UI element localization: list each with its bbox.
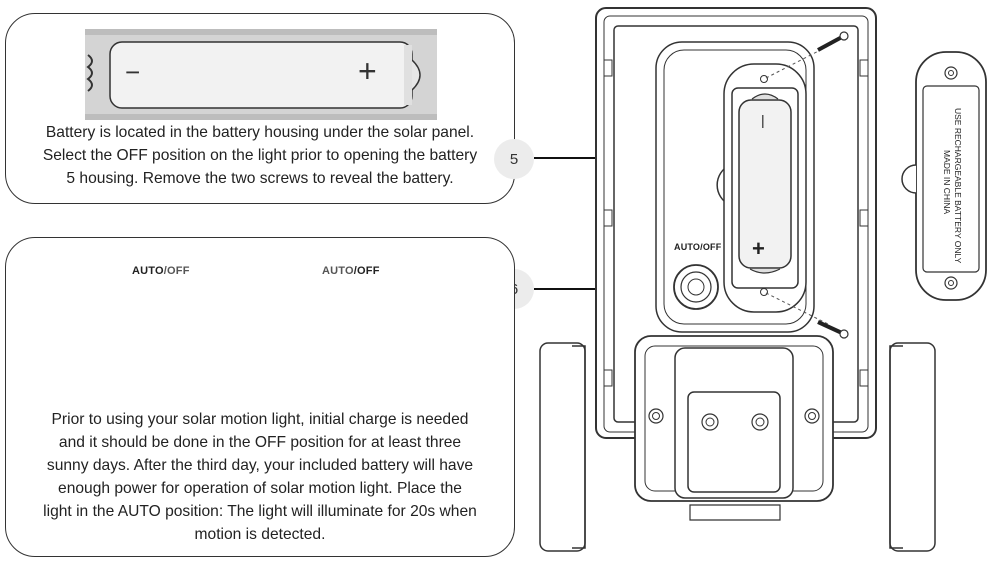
device-battery-plus: +: [752, 236, 766, 261]
battery-minus-symbol: −: [125, 57, 141, 87]
battery-photo: [85, 29, 437, 120]
callout-5: 5: [494, 139, 534, 179]
battery-location-text: Battery is located in the battery housin…: [42, 124, 478, 187]
switch-label-right: AUTO/OFF: [322, 265, 380, 277]
device-housing: [595, 7, 877, 521]
switch-label-left: AUTO/OFF: [132, 265, 190, 277]
callout-5-label: 5: [509, 150, 519, 168]
device-battery-minus: |: [761, 112, 765, 128]
device-side-brackets: [539, 342, 936, 552]
cover-text-line2: MADE IN CHINA: [942, 150, 952, 215]
battery-plus-symbol: +: [358, 53, 377, 89]
cover-text-line1: USE RECHARGEABLE BATTERY ONLY: [953, 108, 963, 264]
initial-charge-card: [5, 237, 515, 557]
initial-charge-text: Prior to using your solar motion light, …: [43, 411, 477, 543]
device-switch-label: AUTO/OFF: [674, 242, 722, 252]
battery-cover: [901, 51, 987, 301]
